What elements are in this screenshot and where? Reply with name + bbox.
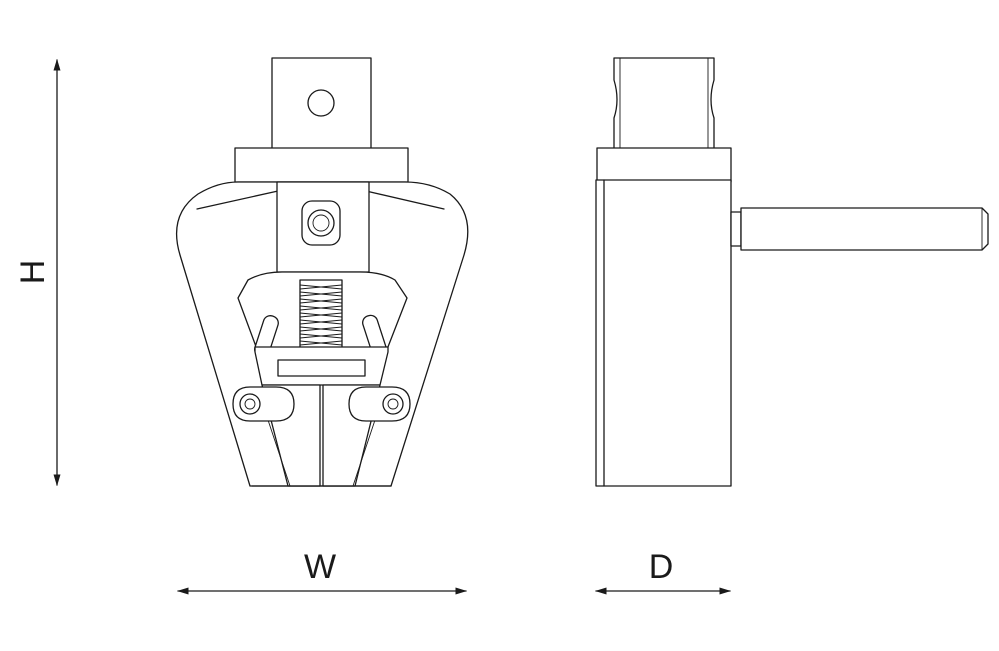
side-top-tab bbox=[613, 57, 715, 151]
side-shaft bbox=[730, 207, 989, 251]
left-pivot bbox=[232, 386, 295, 422]
front-collar bbox=[234, 147, 409, 183]
width-label: W bbox=[304, 548, 336, 586]
front-top-tab bbox=[271, 57, 372, 151]
depth-label: D bbox=[649, 548, 674, 586]
slot-pin bbox=[301, 200, 341, 246]
width-dimension: W bbox=[176, 548, 468, 595]
side-collar bbox=[596, 147, 732, 183]
side-body bbox=[595, 179, 732, 487]
height-dimension: H bbox=[14, 58, 61, 487]
depth-dimension: D bbox=[594, 548, 732, 595]
spring-seat bbox=[277, 359, 366, 377]
height-label: H bbox=[14, 260, 52, 285]
right-pivot bbox=[348, 386, 411, 422]
tab-hole bbox=[307, 89, 335, 117]
front-view bbox=[176, 57, 469, 487]
side-view bbox=[595, 57, 989, 487]
